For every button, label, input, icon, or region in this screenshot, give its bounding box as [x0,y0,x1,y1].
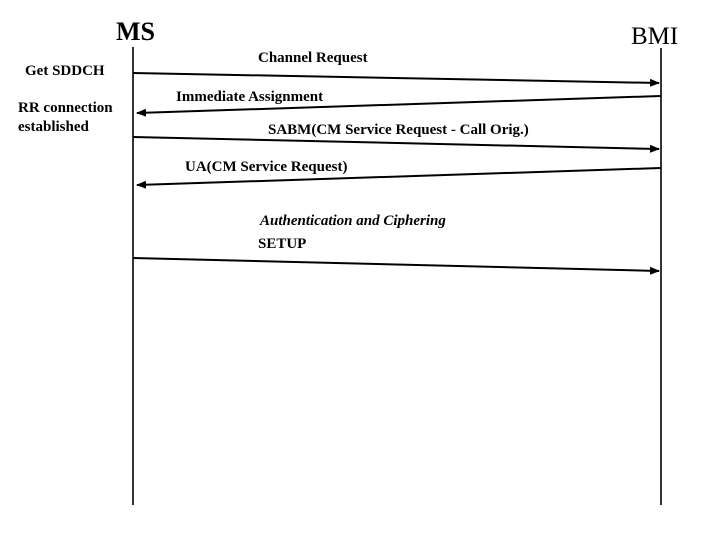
actor-label-bmi: BMI [631,23,679,50]
message-label-channel-request: Channel Request [258,50,368,66]
message-arrow-ua [136,167,662,189]
message-label-setup: SETUP [258,236,307,252]
note-get-sddch: Get SDDCH [25,63,105,79]
message-label-ua-cm-service-request: UA(CM Service Request) [185,159,348,175]
message-arrow-immediate-assignment [136,95,662,117]
message-label-sabm-cm-service-request: SABM(CM Service Request - Call Orig.) [268,122,529,138]
phase-label-authentication-and-ciphering: Authentication and Ciphering [260,213,446,229]
note-rr-connection-established: RR connection established [18,100,113,135]
message-arrow-sabm [132,136,660,153]
message-arrow-channel-request [132,72,660,87]
message-label-immediate-assignment: Immediate Assignment [176,89,324,105]
message-arrow-setup [132,257,660,275]
actor-label-ms: MS [116,17,155,46]
